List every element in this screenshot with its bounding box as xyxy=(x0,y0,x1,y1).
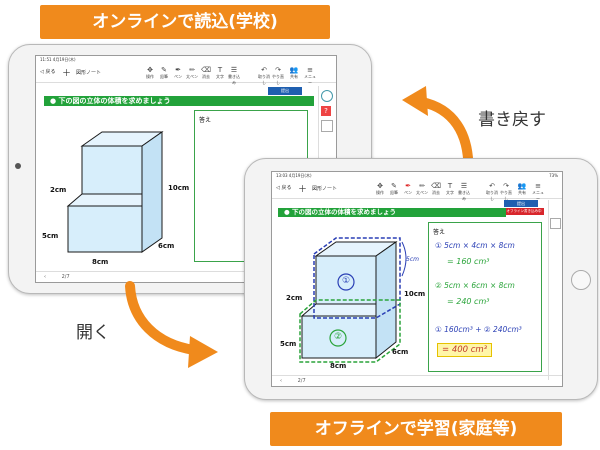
share-icon[interactable]: 👥共有 xyxy=(289,66,299,79)
work-line-5: ① 160cm³ + ② 240cm³ xyxy=(435,325,522,334)
lower-block-top xyxy=(300,303,377,317)
back-screen: 11:51 4月19日(木) ◁ 戻る ＋ 図形ノート ✥操作 ✎鉛筆 ✒ペン … xyxy=(35,55,337,283)
upper-block-side xyxy=(141,131,163,253)
dim-label-right-height: 10cm xyxy=(404,290,426,298)
dim-label-bottom-width: 8cm xyxy=(92,258,109,266)
dim-label-right-height: 10cm xyxy=(168,184,190,192)
tool-eraser[interactable]: ⌫消去 xyxy=(431,182,441,195)
work-line-2: = 160 cm³ xyxy=(447,257,490,266)
bookmark-icon[interactable] xyxy=(321,120,333,132)
lower-block-front xyxy=(67,205,143,253)
page-indicator: 2/7 xyxy=(61,274,70,280)
tool-pencil[interactable]: ✎鉛筆 xyxy=(160,66,168,79)
notebook-title: 図形ノート xyxy=(76,70,102,76)
tool-thick-pen[interactable]: ✏太ペン xyxy=(416,182,428,195)
work-line-4: = 240 cm³ xyxy=(447,297,490,306)
add-icon[interactable]: ＋ xyxy=(62,69,72,79)
page-indicator: 2/7 xyxy=(297,378,306,384)
tool-pen[interactable]: ✒ペン xyxy=(174,66,182,79)
tool-thick-pen[interactable]: ✏太ペン xyxy=(186,66,198,79)
region-2-marker xyxy=(329,329,347,347)
work-line-6: = 400 cm³ xyxy=(437,343,493,357)
hw-5cm-label: 5cm xyxy=(406,256,419,263)
lower-block-top xyxy=(66,193,143,207)
front-camera xyxy=(15,163,21,169)
status-bar: 13:03 4月19日(木) 73% xyxy=(276,173,558,178)
open-arrow xyxy=(125,281,218,368)
submit-button[interactable]: 提出 xyxy=(268,87,302,95)
status-bar: 11:51 4月19日(木) xyxy=(40,57,76,62)
solid-figure xyxy=(66,131,164,253)
back-button[interactable]: ◁ 戻る xyxy=(276,185,292,191)
menu-icon[interactable]: ≡メニュー xyxy=(304,66,316,85)
question-bar: ● 下の図の立体の体積を求めましょう xyxy=(44,96,314,106)
solid-figure xyxy=(299,237,407,363)
region-1-label: ① xyxy=(342,276,351,286)
answer-label: 答え xyxy=(199,117,212,124)
zoom-icon[interactable] xyxy=(321,90,333,102)
hw-5cm-bracket xyxy=(401,241,407,277)
help-icon[interactable]: ? xyxy=(321,106,331,116)
front-screen: 13:03 4月19日(木) 73% ◁ 戻る ＋ 図形ノート ✥操作 ✎鉛筆 … xyxy=(271,171,563,387)
dim-label-depth: 6cm xyxy=(158,242,175,250)
dim-label-left-height: 5cm xyxy=(280,340,297,348)
home-button[interactable] xyxy=(571,270,591,290)
tool-pen[interactable]: ✒ペン xyxy=(404,182,412,195)
tool-eraser[interactable]: ⌫消去 xyxy=(201,66,211,79)
back-button[interactable]: ◁ 戻る xyxy=(40,69,56,75)
dim-label-left-height: 5cm xyxy=(42,232,59,240)
work-line-3: ② 5cm × 6cm × 8cm xyxy=(435,281,515,290)
writeback-label: 書き戻す xyxy=(478,110,546,130)
page-bar: ‹ 2/7 xyxy=(36,271,336,282)
region-2-outline xyxy=(299,299,401,363)
notebook-title: 図形ノート xyxy=(312,186,338,192)
undo-icon[interactable]: ↶取り消し xyxy=(258,66,270,85)
online-banner: オンラインで読込(学校) xyxy=(40,5,330,39)
offline-badge: オフライン書き込み中 xyxy=(504,208,544,215)
front-tablet: 13:03 4月19日(木) 73% ◁ 戻る ＋ 図形ノート ✥操作 ✎鉛筆 … xyxy=(244,158,598,400)
add-icon[interactable]: ＋ xyxy=(298,185,308,195)
bookmark-icon[interactable] xyxy=(550,218,561,229)
region-2-label: ② xyxy=(334,332,343,342)
region-1-marker xyxy=(337,273,355,291)
dim-label-bottom-width: 8cm xyxy=(330,362,347,370)
tool-writein[interactable]: ☰書き込み xyxy=(458,182,470,201)
open-label: 開く xyxy=(76,323,110,343)
tool-select[interactable]: ✥操作 xyxy=(376,182,384,195)
side-panel xyxy=(548,200,561,380)
tool-writein[interactable]: ☰書き込み xyxy=(228,66,240,85)
work-line-1: ① 5cm × 4cm × 8cm xyxy=(435,241,515,250)
answer-label: 答え xyxy=(433,229,446,236)
redo-icon[interactable]: ↷やり直し xyxy=(500,182,512,201)
dim-label-depth: 6cm xyxy=(392,348,409,356)
submit-button[interactable]: 提出 xyxy=(504,200,538,207)
page-bar: ‹ 2/7 xyxy=(272,375,562,386)
undo-icon[interactable]: ↶取り消し xyxy=(486,182,498,201)
menu-icon[interactable]: ≡メニュー xyxy=(532,182,544,201)
answer-box[interactable]: 答え ① 5cm × 4cm × 8cm = 160 cm³ ② 5cm × 6… xyxy=(428,222,542,372)
redo-icon[interactable]: ↷やり直し xyxy=(272,66,284,85)
offline-banner: オフラインで学習(家庭等) xyxy=(270,412,562,446)
dim-label-top-width: 2cm xyxy=(50,186,67,194)
tool-select[interactable]: ✥操作 xyxy=(146,66,154,79)
share-icon[interactable]: 👥共有 xyxy=(517,182,527,195)
prev-page-icon[interactable]: ‹ xyxy=(44,274,46,280)
tool-pencil[interactable]: ✎鉛筆 xyxy=(390,182,398,195)
question-bar: ● 下の図の立体の体積を求めましょう xyxy=(278,208,506,217)
dim-label-top-width: 2cm xyxy=(286,294,303,302)
prev-page-icon[interactable]: ‹ xyxy=(280,378,282,384)
